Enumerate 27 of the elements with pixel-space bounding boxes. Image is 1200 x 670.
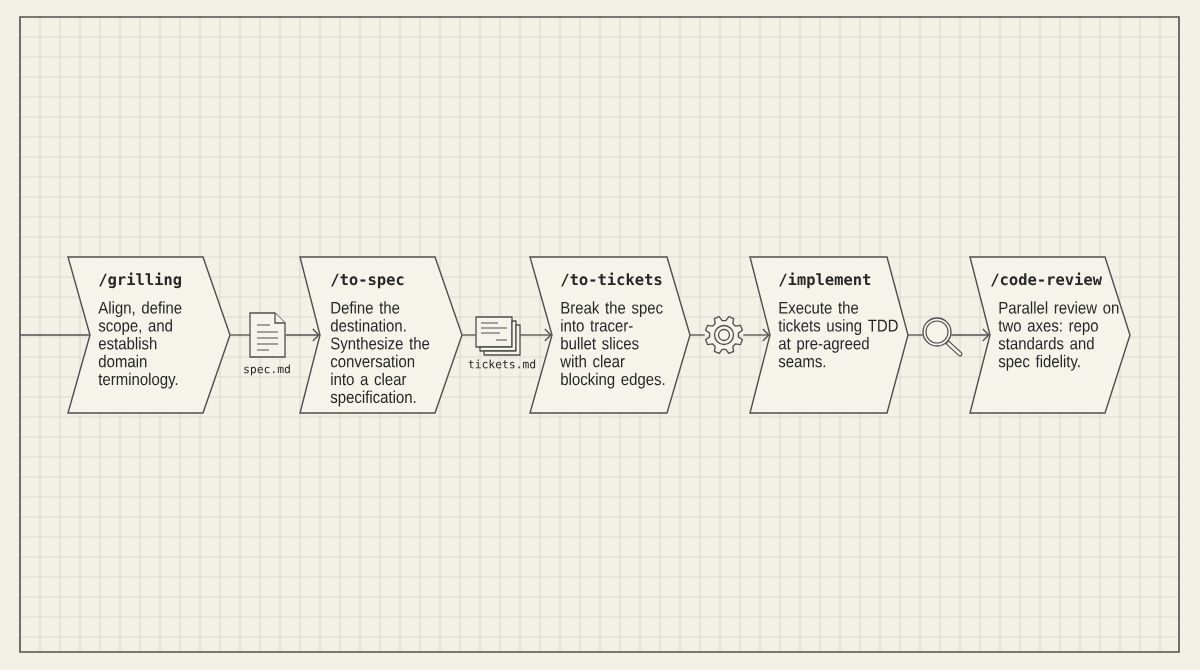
arrow <box>285 328 320 342</box>
step-description: Define the destination. Synthesize the conversation into a clear specification. <box>330 301 430 407</box>
chevron-box <box>67 256 231 414</box>
connector-line <box>19 334 91 336</box>
step-description: Align, define scope, and establish domain terminology. <box>98 301 182 389</box>
arrow <box>950 328 990 342</box>
step-description: Parallel review on two axes: repo standards and spec fidelity. <box>998 301 1119 371</box>
chevron-box <box>749 256 909 414</box>
arrow <box>519 328 552 342</box>
step-description: Break the spec into tracer-bullet slices with clear blocking edges. <box>560 301 665 389</box>
step-description: Execute the tickets using TDD at pre-agreed seams. <box>778 301 898 368</box>
chevron-box <box>969 256 1131 414</box>
step-title: /to-spec <box>331 273 404 289</box>
connector-line <box>689 334 706 336</box>
file-name: spec.md <box>244 364 290 376</box>
file-name: tickets.md <box>468 359 536 369</box>
step-title: /to-tickets <box>561 272 662 287</box>
step-title: /grilling <box>99 272 182 289</box>
gear-icon <box>704 315 744 355</box>
magnifier-icon <box>922 317 963 357</box>
step-title: /code-review <box>991 272 1102 287</box>
connector-line <box>461 334 477 336</box>
arrow <box>742 328 770 342</box>
chevron-box <box>299 256 463 414</box>
connector-line <box>907 334 924 336</box>
connector-line <box>229 334 251 336</box>
step-title: /implement <box>779 272 871 289</box>
